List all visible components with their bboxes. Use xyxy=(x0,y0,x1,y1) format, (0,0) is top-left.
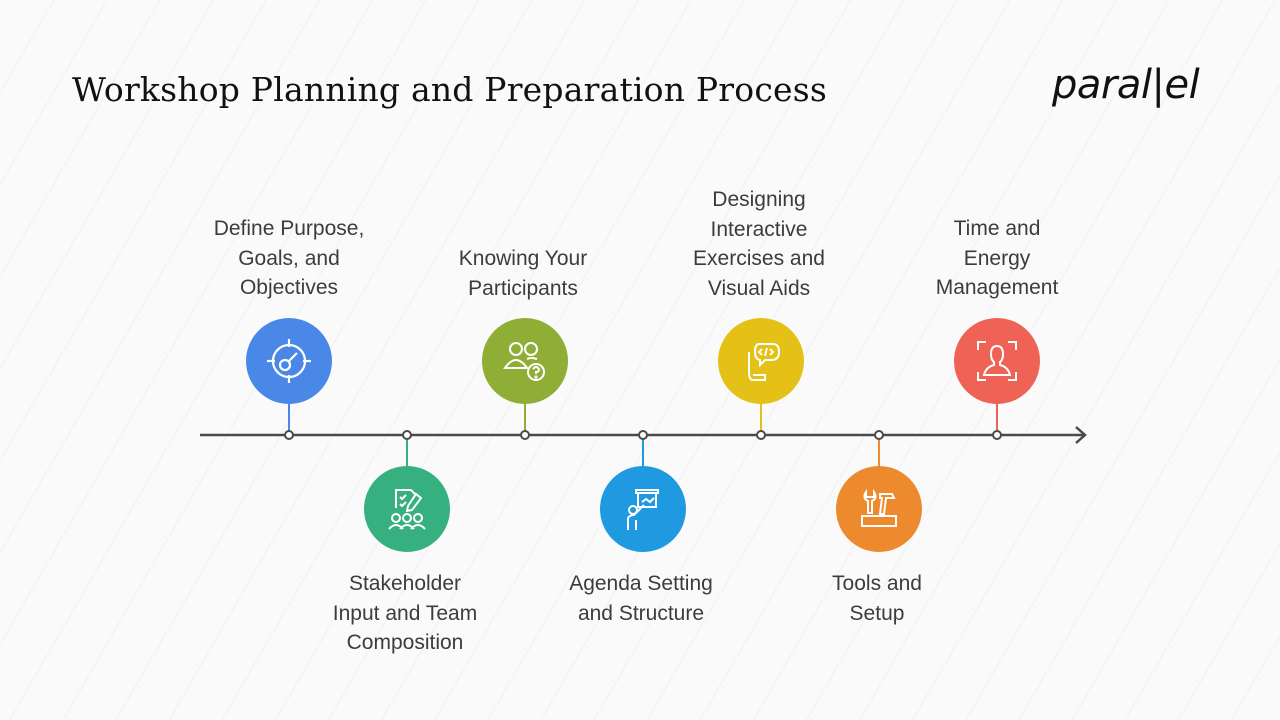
step-4-icon xyxy=(600,466,686,552)
toolbox-icon xyxy=(861,488,897,527)
presenter-board-icon xyxy=(627,489,659,530)
target-key-icon xyxy=(267,339,311,383)
code-chat-icon xyxy=(748,343,781,381)
step-5-icon xyxy=(718,318,804,404)
page-title: Workshop Planning and Preparation Proces… xyxy=(72,70,828,109)
users-question-icon xyxy=(503,342,545,381)
arrow-head-icon xyxy=(1075,426,1087,444)
step-6-icon xyxy=(836,466,922,552)
step-7-icon xyxy=(954,318,1040,404)
step-1-icon xyxy=(246,318,332,404)
step-3-icon xyxy=(482,318,568,404)
step-2-icon xyxy=(364,466,450,552)
person-focus-icon xyxy=(977,341,1017,381)
team-checklist-icon xyxy=(388,489,426,530)
brand-logo: paral|el xyxy=(1052,62,1200,108)
